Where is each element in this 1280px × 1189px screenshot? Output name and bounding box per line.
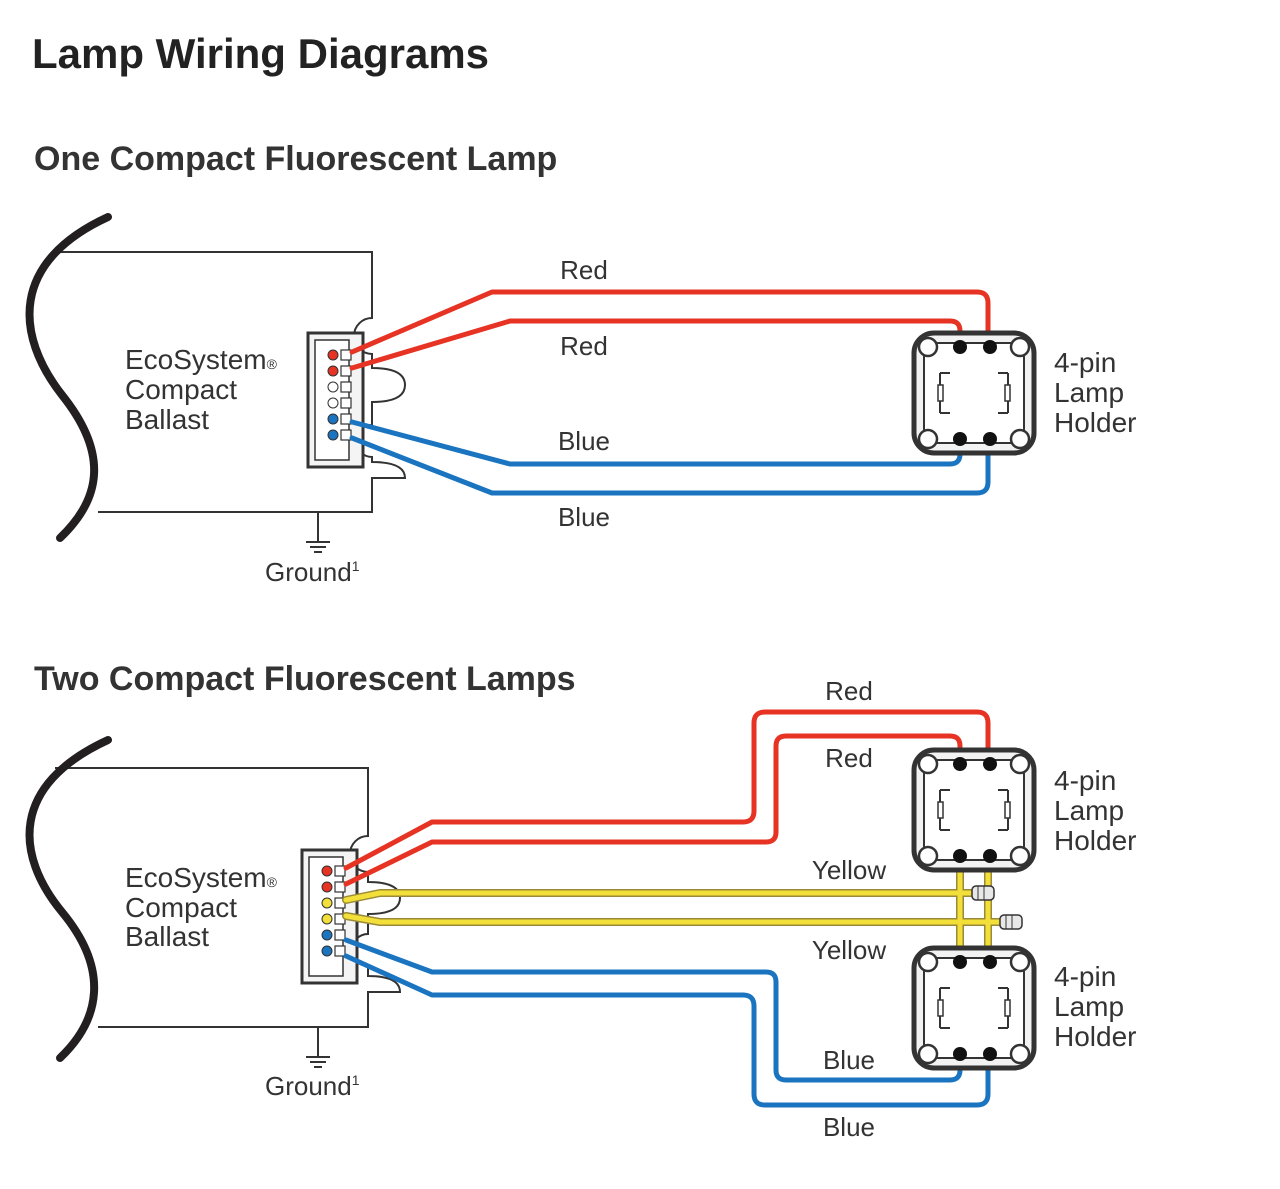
holder-lower-label-line3: Holder bbox=[1054, 1021, 1136, 1052]
blue-wire-inner bbox=[349, 419, 963, 467]
ballast-label-line1: EcoSystem® bbox=[125, 862, 278, 893]
lamp-holder bbox=[914, 333, 1034, 453]
ground-label: Ground1 bbox=[265, 1071, 360, 1101]
holder-label-line2: Lamp bbox=[1054, 377, 1124, 408]
holder-label-line1: 4-pin bbox=[1054, 347, 1116, 378]
wire-label-yellow-upper: Yellow bbox=[812, 855, 886, 885]
yellow-wire-upper bbox=[343, 890, 975, 903]
holder-label-line3: Holder bbox=[1054, 407, 1136, 438]
wire-label-red-inner: Red bbox=[560, 331, 608, 361]
wire-nut-lower bbox=[999, 914, 1023, 930]
wire-label-red-outer: Red bbox=[560, 255, 608, 285]
wire-label-red-inner: Red bbox=[825, 743, 873, 773]
wire-label-blue-outer: Blue bbox=[558, 502, 610, 532]
ballast-edge-curve bbox=[25, 213, 112, 542]
wire-label-blue-inner: Blue bbox=[823, 1045, 875, 1075]
ground-symbol bbox=[305, 512, 331, 553]
yellow-wire-lower bbox=[343, 913, 1003, 925]
wire-label-yellow-lower: Yellow bbox=[812, 935, 886, 965]
page-title: Lamp Wiring Diagrams bbox=[32, 30, 490, 77]
lamp-holder-upper bbox=[914, 750, 1034, 870]
diagram-two: Red Red Yellow Yellow Blue Blue EcoSyste… bbox=[25, 676, 1136, 1142]
connector-block bbox=[300, 848, 359, 985]
holder-upper-label-line3: Holder bbox=[1054, 825, 1136, 856]
red-wire-inner bbox=[349, 318, 963, 371]
holder-upper-label-line2: Lamp bbox=[1054, 795, 1124, 826]
ballast-label-line3: Ballast bbox=[125, 921, 209, 952]
blue-wire-outer bbox=[343, 953, 991, 1108]
ballast-label-line1: EcoSystem® bbox=[125, 344, 278, 375]
red-wire-outer bbox=[343, 709, 991, 871]
holder-lower-label-line1: 4-pin bbox=[1054, 961, 1116, 992]
ballast-label-line3: Ballast bbox=[125, 404, 209, 435]
diagram-one: Red Red Blue Blue EcoSystem® Compact Bal… bbox=[25, 213, 1136, 587]
holder-upper-label-line1: 4-pin bbox=[1054, 765, 1116, 796]
diagram-one-heading: One Compact Fluorescent Lamp bbox=[34, 140, 558, 178]
diagram-two-heading: Two Compact Fluorescent Lamps bbox=[34, 660, 576, 698]
red-wire-inner bbox=[343, 733, 963, 887]
blue-wire-inner bbox=[343, 937, 963, 1083]
ground-label: Ground1 bbox=[265, 557, 360, 587]
lamp-holder-lower bbox=[914, 948, 1034, 1068]
wire-label-blue-inner: Blue bbox=[558, 426, 610, 456]
wire-nut-upper bbox=[971, 885, 995, 901]
wire-label-red-outer: Red bbox=[825, 676, 873, 706]
ballast-edge-curve bbox=[25, 736, 112, 1062]
blue-wire-outer bbox=[349, 435, 991, 496]
ground-symbol bbox=[305, 1027, 331, 1068]
wire-label-blue-outer: Blue bbox=[823, 1112, 875, 1142]
ballast-label-line2: Compact bbox=[125, 892, 237, 923]
connector-block bbox=[306, 331, 365, 469]
ballast-label-line2: Compact bbox=[125, 374, 237, 405]
red-wire-outer bbox=[349, 289, 991, 355]
holder-lower-label-line2: Lamp bbox=[1054, 991, 1124, 1022]
